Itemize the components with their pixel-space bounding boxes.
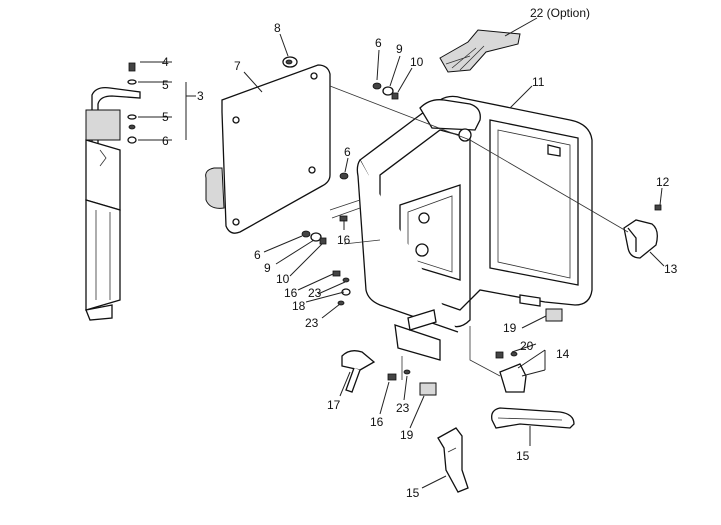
mount-part-14-20 [495, 351, 527, 393]
label-6-left: 6 [162, 134, 169, 148]
label-6-mid: 6 [344, 145, 351, 159]
cover-plate-part-7 [205, 64, 331, 234]
bracket-part-17 [341, 350, 376, 393]
label-10-top: 10 [410, 55, 424, 69]
label-8: 8 [274, 21, 281, 35]
label-19-right: 19 [503, 321, 517, 335]
label-22: 22 (Option) [530, 6, 590, 20]
label-23-mid: 23 [305, 316, 319, 330]
callout-labels: 22 (Option) 8 6 9 10 11 4 5 3 5 6 7 6 16… [162, 6, 678, 500]
label-14: 14 [556, 347, 570, 361]
label-23-lower: 23 [396, 401, 410, 415]
label-6-top: 6 [375, 36, 382, 50]
label-16-lower: 16 [370, 415, 384, 429]
mesh-plate-part-22 [439, 29, 521, 73]
label-4: 4 [162, 55, 169, 69]
main-frame-part-11 [356, 95, 593, 361]
label-13: 13 [664, 262, 678, 276]
label-18: 18 [292, 299, 306, 313]
label-15-right: 15 [516, 449, 530, 463]
fastener-stack-4-5-6 [127, 62, 137, 144]
label-11: 11 [532, 75, 545, 89]
leader-lines [138, 17, 665, 489]
strap-assembly-part-3 [85, 87, 141, 321]
label-5-upper: 5 [162, 78, 169, 92]
label-12: 12 [656, 175, 670, 189]
label-19-lower: 19 [400, 428, 414, 442]
left-fasteners [301, 172, 351, 306]
label-16-mid: 16 [284, 286, 298, 300]
rubber-pad-part-19 [419, 308, 563, 396]
handle-part-15-right [491, 407, 575, 429]
label-9-top: 9 [396, 42, 403, 56]
label-16-upper: 16 [337, 233, 351, 247]
label-5-lower: 5 [162, 110, 169, 124]
label-7: 7 [234, 59, 241, 73]
label-15-lower: 15 [406, 486, 420, 500]
bottom-fasteners-16-23 [387, 369, 411, 381]
grommet-part-8 [282, 56, 298, 68]
top-fasteners-6-9-10 [372, 82, 399, 100]
label-10-lower: 10 [276, 272, 290, 286]
label-6-lower: 6 [254, 248, 261, 262]
bracket-part-15-lower [437, 427, 469, 493]
bracket-part-13 [623, 204, 662, 259]
label-17: 17 [327, 398, 341, 412]
label-23-upper: 23 [308, 286, 322, 300]
label-3: 3 [197, 89, 204, 103]
label-20: 20 [520, 339, 534, 353]
label-9-lower: 9 [264, 261, 271, 275]
